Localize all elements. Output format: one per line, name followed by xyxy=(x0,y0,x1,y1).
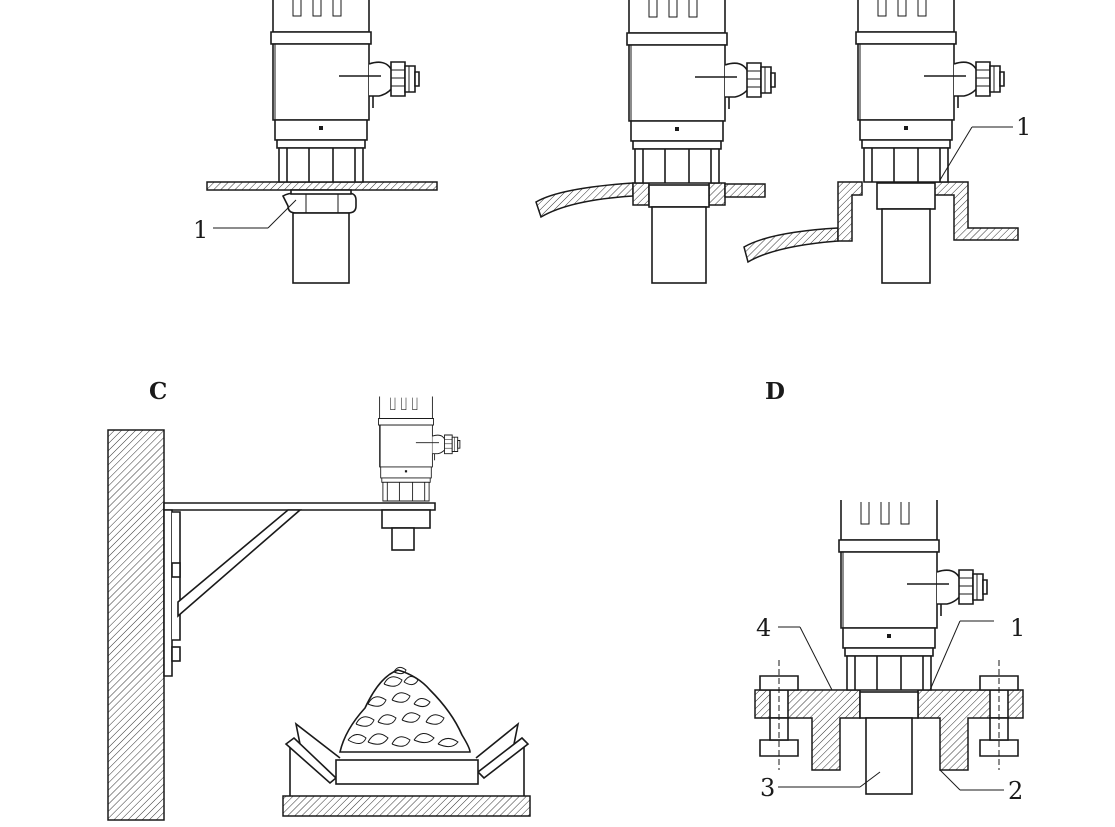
callout-d-4: 4 xyxy=(756,614,771,642)
mounting-c-bracket xyxy=(107,396,531,821)
section-label-d: D xyxy=(765,378,785,405)
mounting-a-nut xyxy=(206,0,438,284)
mounting-d-flange xyxy=(754,499,1024,795)
callout-d-2: 2 xyxy=(1008,777,1023,805)
callout-d-1: 1 xyxy=(1010,614,1025,642)
mounting-b-curved-roof xyxy=(535,0,776,284)
mounting-b-nozzle xyxy=(743,0,1019,284)
callout-b-1: 1 xyxy=(1016,113,1031,141)
section-label-c: C xyxy=(149,378,167,405)
callout-d-3: 3 xyxy=(760,774,775,802)
callout-a-1: 1 xyxy=(193,216,208,244)
